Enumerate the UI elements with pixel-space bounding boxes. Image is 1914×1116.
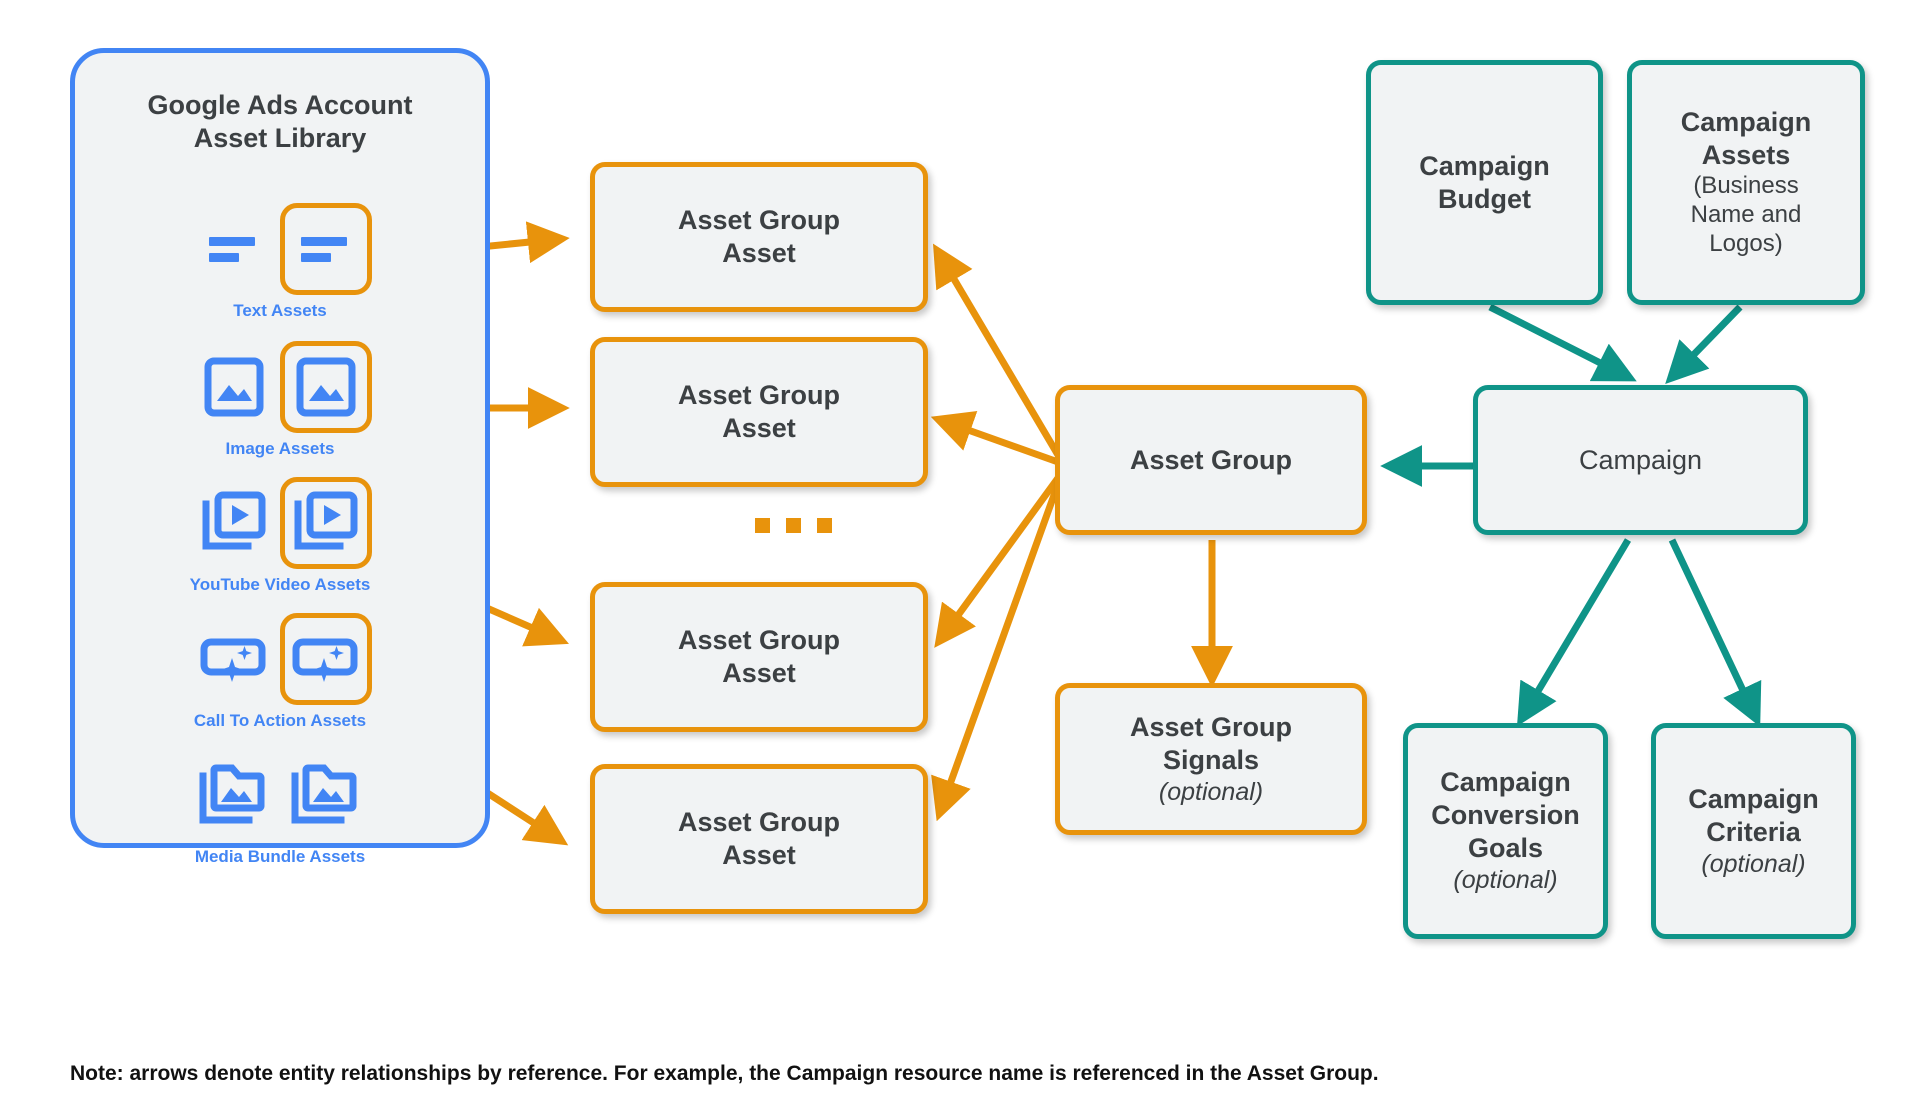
library-item-label: Media Bundle Assets — [194, 847, 366, 866]
image-icon-highlighted — [280, 341, 372, 433]
optional-label: (optional) — [1158, 777, 1264, 806]
optional-label: (optional) — [1701, 849, 1806, 878]
node-title-line2: Budget — [1438, 183, 1531, 214]
library-item-label: Call To Action Assets — [193, 711, 367, 730]
text-lines-icon-highlighted — [280, 203, 372, 295]
node-title-line1: Asset Group — [677, 380, 841, 411]
campaign-assets-node[interactable]: Campaign Assets (Business Name and Logos… — [1627, 60, 1865, 305]
asset-group-asset-node-1[interactable]: Asset Group Asset — [590, 162, 928, 312]
node-title-line1: Asset Group — [677, 625, 841, 656]
node-title-line1: Asset Group — [677, 807, 841, 838]
ellipsis-indicator — [755, 518, 832, 533]
library-item-image-assets[interactable]: Image Assets — [75, 341, 485, 459]
assetgroup-to-assets-arrows — [930, 243, 1062, 822]
node-subtitle-line3: Logos) — [1709, 229, 1783, 257]
node-title-line2: Assets — [1701, 140, 1791, 171]
text-lines-icon — [188, 203, 280, 295]
node-title-line3: Goals — [1467, 833, 1544, 864]
node-title-line2: Asset — [722, 413, 796, 443]
optional-label: (optional) — [1453, 866, 1558, 895]
library-item-text-assets[interactable]: Text Assets — [75, 203, 485, 321]
library-item-call-to-action-assets[interactable]: Call To Action Assets — [75, 613, 485, 731]
campaign-to-conversiongoals-arrow — [1516, 538, 1632, 727]
footer-note: Note: arrows denote entity relationships… — [70, 1062, 1379, 1085]
video-stack-icon-highlighted — [280, 477, 372, 569]
library-item-label: Image Assets — [225, 439, 335, 458]
node-subtitle-line2: Name and — [1690, 201, 1802, 229]
node-title-line1: Campaign — [1419, 150, 1550, 181]
node-title-line2: Asset — [722, 840, 796, 870]
asset-group-signals-node[interactable]: Asset Group Signals (optional) — [1055, 683, 1367, 835]
campaign-node[interactable]: Campaign — [1473, 385, 1808, 535]
node-title-line1: Asset Group — [677, 205, 841, 236]
node-subtitle-line1: (Business — [1693, 172, 1799, 200]
node-title-line2: Asset — [722, 658, 796, 688]
node-title-line2: Conversion — [1431, 800, 1580, 831]
library-title-line2: Asset Library — [193, 122, 367, 153]
node-title-line2: Criteria — [1706, 816, 1801, 847]
budget-to-campaign-arrow — [1488, 303, 1637, 382]
node-title-line2: Asset — [722, 238, 796, 268]
call-to-action-sparkle-icon-highlighted — [280, 613, 372, 705]
media-bundle-folder-icon-duplicate — [280, 749, 372, 841]
campaign-to-criteria-arrow — [1668, 538, 1762, 727]
node-title-line1: Campaign — [1680, 107, 1812, 138]
asset-group-asset-node-3[interactable]: Asset Group Asset — [590, 582, 928, 732]
node-title-line1: Campaign — [1688, 783, 1819, 814]
library-item-youtube-video-assets[interactable]: YouTube Video Assets — [75, 477, 485, 595]
image-icon — [188, 341, 280, 433]
library-item-label: Text Assets — [233, 301, 327, 320]
node-title-line2: Signals — [1162, 744, 1260, 775]
asset-group-asset-node-2[interactable]: Asset Group Asset — [590, 337, 928, 487]
campaignassets-to-campaign-arrow — [1665, 304, 1743, 385]
library-item-label: YouTube Video Assets — [189, 575, 371, 594]
library-title-line1: Google Ads Account — [147, 90, 413, 120]
asset-library-panel: Google Ads Account Asset Library Text As… — [70, 48, 490, 866]
asset-group-asset-node-4[interactable]: Asset Group Asset — [590, 764, 928, 914]
library-item-media-bundle-assets[interactable]: Media Bundle Assets — [75, 749, 485, 867]
media-bundle-folder-icon — [188, 749, 280, 841]
campaign-criteria-node[interactable]: Campaign Criteria (optional) — [1651, 723, 1856, 939]
node-title-line1: Campaign — [1440, 767, 1571, 798]
campaign-conversion-goals-node[interactable]: Campaign Conversion Goals (optional) — [1403, 723, 1608, 939]
node-title: Asset Group — [1129, 444, 1293, 475]
node-title: Campaign — [1578, 444, 1703, 475]
node-title-line1: Asset Group — [1129, 711, 1293, 742]
call-to-action-sparkle-icon — [188, 613, 280, 705]
library-title: Google Ads Account Asset Library — [75, 89, 485, 155]
video-stack-icon — [188, 477, 280, 569]
asset-group-node[interactable]: Asset Group — [1055, 385, 1367, 535]
campaign-budget-node[interactable]: Campaign Budget — [1366, 60, 1603, 305]
